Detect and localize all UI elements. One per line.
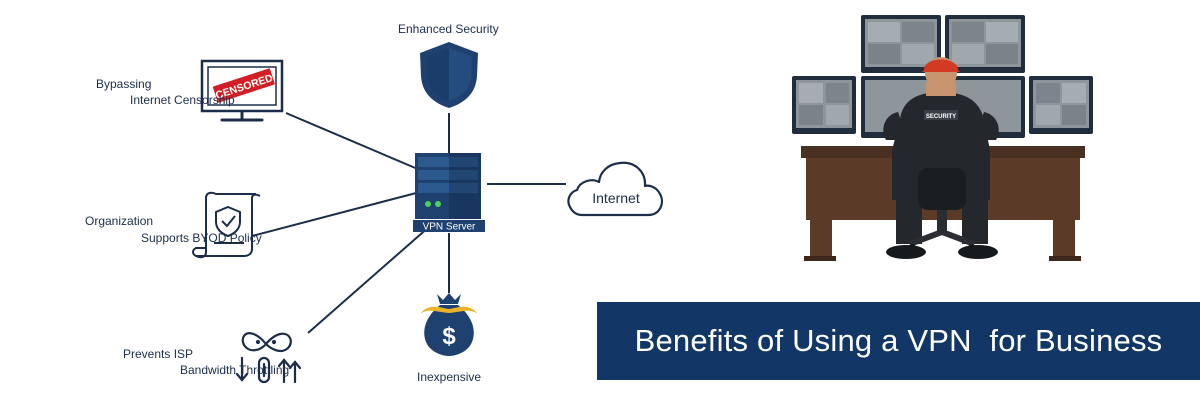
money-bag-icon: $ xyxy=(420,293,478,356)
server-label: VPN Server xyxy=(423,222,476,233)
server-icon: VPN Server xyxy=(413,153,485,233)
internet-label: Internet xyxy=(592,190,640,206)
censorship-label-line1: Bypassing xyxy=(96,77,152,91)
byod-label-line1: Organization xyxy=(85,214,154,228)
svg-text:$: $ xyxy=(442,323,456,350)
cost-label: Inexpensive xyxy=(417,370,482,384)
byod-label-line2: Supports BYOD Policy xyxy=(141,231,262,245)
throttle-label-line2: Bandwidth Throttling xyxy=(180,363,290,377)
shield-icon xyxy=(420,42,478,108)
bandwidth-icon xyxy=(235,332,302,384)
edge-server-throttle xyxy=(307,225,431,334)
security-label: Enhanced Security xyxy=(398,22,499,36)
edge-server-censorship xyxy=(285,112,421,171)
cloud-icon: Internet xyxy=(567,161,664,217)
throttle-label-line1: Prevents ISP xyxy=(123,347,194,361)
edge-server-byod xyxy=(251,191,421,237)
security-badge-text: SECURITY xyxy=(926,114,956,120)
security-operator-illustration: SECURITY xyxy=(792,15,1093,261)
banner-title: Benefits of Using a VPN for Business xyxy=(634,323,1163,358)
policy-scroll-icon xyxy=(192,191,261,259)
title-banner: Benefits of Using a VPN for Business xyxy=(597,302,1200,380)
censored-monitor-icon: CENSORED xyxy=(200,59,284,122)
censorship-label-line2: Internet Censorship xyxy=(130,93,235,107)
connector-lines xyxy=(251,112,566,334)
